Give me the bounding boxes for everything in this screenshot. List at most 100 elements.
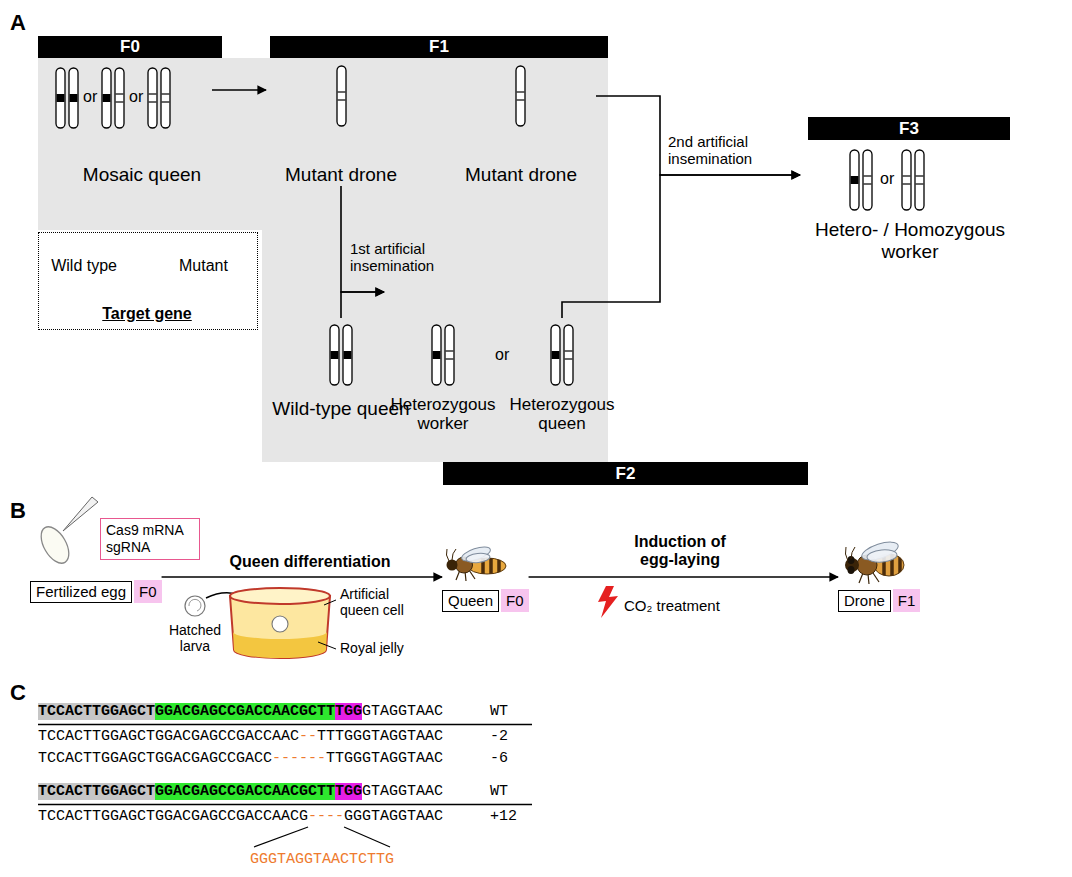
queen-bee	[447, 560, 458, 571]
generation-bar: F2	[443, 462, 808, 485]
drone-chromosome	[516, 66, 525, 126]
sequence-segment: TCCACTTGGAGCT	[38, 783, 155, 800]
connector	[162, 576, 442, 578]
queen-cell	[230, 596, 330, 658]
wildtype-chromosomes	[330, 325, 352, 385]
allele-tag: +12	[490, 807, 517, 827]
step-label: Induction of egg-laying	[620, 533, 740, 570]
generation-label: F2	[443, 462, 808, 485]
sequence-segment: TCCACTTGGAGCT	[38, 703, 155, 720]
heterozygous-chromosomes	[551, 325, 560, 385]
drone-chromosome	[337, 66, 346, 126]
part-label: Artificial queen cell	[340, 586, 422, 618]
organism-name: Heterozygous queen	[503, 395, 621, 434]
stage-group: Fertilized eggF0	[30, 566, 162, 603]
sequence-segment: TTTGGGTAGGTAAC	[317, 728, 443, 745]
wildtype-chromosomes	[343, 325, 352, 385]
drone-bee	[848, 566, 855, 574]
part-leader	[318, 600, 336, 649]
wildtype-chromosomes	[330, 325, 339, 385]
heterozygous-chromosomes	[432, 325, 454, 385]
sequence-segment: GTAGGTAAC	[362, 783, 443, 800]
or-word: or	[83, 88, 97, 106]
mosaic-chromosomes	[115, 68, 124, 128]
mosaic-chromosomes	[56, 68, 170, 128]
treatment-label: CO₂ treatment	[624, 597, 720, 614]
stage-name: Drone	[838, 590, 891, 612]
mosaic-chromosomes	[69, 68, 78, 128]
heterozygous-chromosomes	[445, 325, 454, 385]
sequence-row: TCCACTTGGAGCTGGACGAGCCGACCAAC--TTTGGGTAG…	[38, 727, 443, 747]
reagent-name: Cas9 mRNA sgRNA	[106, 522, 194, 556]
drone-bee	[859, 573, 863, 583]
connector	[562, 175, 800, 318]
drone-bee	[845, 538, 904, 584]
step-label: Queen differentiation	[215, 553, 405, 571]
generation-bar: F0	[38, 36, 222, 58]
generation-bar: F1	[270, 36, 608, 58]
drone-bee	[845, 547, 855, 561]
connector-layer	[162, 90, 838, 577]
drone-bee	[868, 574, 869, 584]
generation-label: F0	[38, 36, 222, 58]
drone-bee	[873, 573, 879, 582]
generation-tag: F0	[501, 589, 529, 612]
connector	[341, 292, 384, 318]
allele-name: Wild type	[39, 257, 117, 275]
mosaic-chromosomes	[161, 68, 170, 128]
insertion-leader	[344, 827, 390, 847]
organism-group: Hetero- / Homozygous worker	[800, 145, 1020, 263]
sequence-segment: ----	[308, 808, 344, 825]
organism-group: Heterozygous worker	[384, 284, 502, 434]
co2-bolt	[598, 586, 618, 618]
legend-box: Wild typeMutantTarget gene	[38, 232, 258, 330]
step-label: 1st artificial insemination	[350, 240, 460, 275]
sequence-segment: GGGTAGGTAAC	[344, 808, 443, 825]
generation-bar: F3	[808, 117, 1010, 140]
sequence-segment: TTGGGTAGGTAAC	[326, 750, 443, 767]
inserted-sequence: GGGTAGGTAACTCTTG	[250, 850, 394, 870]
mosaic-chromosomes	[102, 68, 111, 128]
generation-label: F1	[270, 36, 608, 58]
or-word: or	[129, 88, 143, 106]
alignment-rule	[38, 724, 532, 725]
sequence-segment: TCCACTTGGAGCTGGACGAGCCGACC	[38, 750, 272, 767]
hatched-larva	[185, 596, 205, 616]
stage-name: Queen	[442, 590, 499, 612]
organism-group: Heterozygous queen	[503, 318, 621, 434]
injection-needle	[63, 497, 98, 531]
part-label: Royal jelly	[340, 640, 404, 656]
sequence-row: TCCACTTGGAGCTGGACGAGCCGACC------TTGGGTAG…	[38, 749, 443, 769]
f3-chromosomes	[850, 150, 924, 210]
panel-letter: C	[10, 680, 26, 705]
organism-name: Heterozygous worker	[384, 395, 502, 434]
sequence-segment: ------	[272, 750, 326, 767]
part-label: Hatched larva	[165, 622, 225, 654]
sequence-segment: TGG	[335, 783, 362, 800]
mosaic-chromosomes	[56, 68, 65, 128]
part-leader	[324, 600, 336, 605]
f3-chromosomes	[915, 150, 924, 210]
sequence-segment: --	[299, 728, 317, 745]
drone-bee	[867, 549, 898, 564]
drone-bee	[898, 552, 902, 578]
sequence-segment: TCCACTTGGAGCTGGACGAGCCGACCAACG	[38, 808, 308, 825]
heterozygous-chromosomes	[432, 325, 441, 385]
heterozygous-chromosomes	[551, 325, 573, 385]
heterozygous-chromosomes	[564, 325, 573, 385]
or-word: or	[495, 346, 509, 364]
connector	[529, 576, 838, 578]
sequence-segment: TGG	[335, 703, 362, 720]
organism-name: Mutant drone	[285, 164, 397, 186]
queen-bee	[497, 555, 501, 578]
stage-name: Fertilized egg	[30, 581, 132, 603]
organism-name: Mosaic queen	[83, 164, 201, 186]
or-word: or	[880, 170, 894, 188]
f3-chromosomes	[863, 150, 872, 210]
sequence-segment: GTAGGTAAC	[362, 703, 443, 720]
connector	[596, 96, 800, 175]
allele-tag: -2	[490, 727, 508, 747]
organism-group: Mutant drone	[266, 62, 416, 186]
generation-label: F3	[808, 117, 1010, 140]
